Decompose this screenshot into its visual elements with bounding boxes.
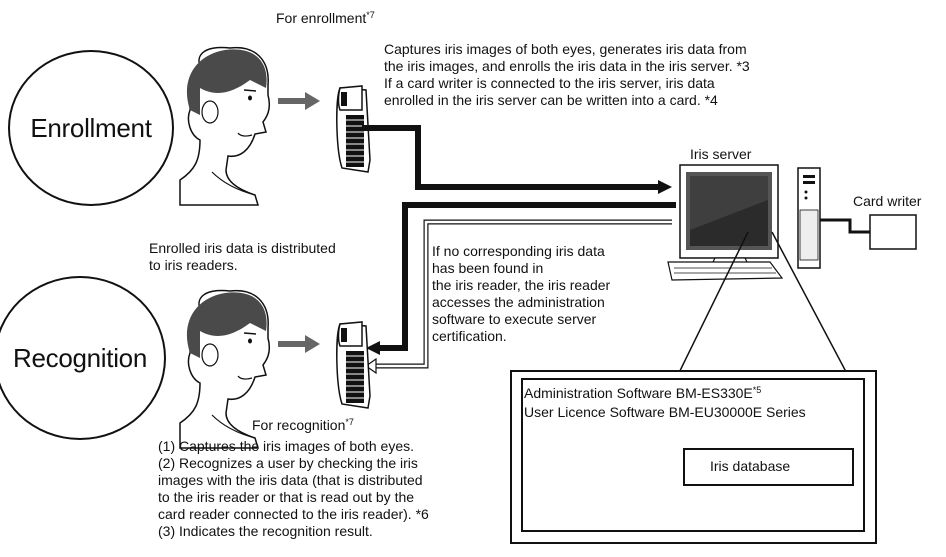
enrollment-capture-arrow <box>278 92 320 110</box>
software-callout <box>672 231 854 386</box>
iris-server-pc-icon <box>667 164 821 281</box>
enrollment-circle-label: Enrollment <box>30 112 152 143</box>
distribution-line <box>378 202 676 351</box>
card-writer-icon <box>869 214 917 250</box>
enrollment-caption: For enrollment*7 <box>276 10 375 26</box>
card-writer-cable <box>820 218 872 234</box>
iris-database-label: Iris database <box>710 458 791 474</box>
card-writer-label: Card writer <box>853 193 922 209</box>
recognition-person-icon <box>179 289 271 449</box>
user-licence-software-label: User Licence Software BM-EU30000E Series <box>524 404 806 420</box>
enrollment-to-server-line <box>362 125 660 190</box>
enrollment-circle: Enrollment <box>8 50 174 206</box>
recognition-circle: Recognition <box>0 276 166 440</box>
recognition-capture-arrow <box>278 335 320 353</box>
enrollment-person-icon <box>179 46 271 206</box>
iris-database-box <box>683 448 854 486</box>
recognition-caption: For recognition*7 <box>252 417 354 433</box>
administration-software-label: Administration Software BM-ES330E*5 <box>524 385 762 401</box>
enrollment-iris-reader-icon <box>336 85 371 173</box>
iris-server-label: Iris server <box>690 146 752 162</box>
recognition-circle-label: Recognition <box>12 342 147 373</box>
recognition-iris-reader-icon <box>336 321 371 409</box>
